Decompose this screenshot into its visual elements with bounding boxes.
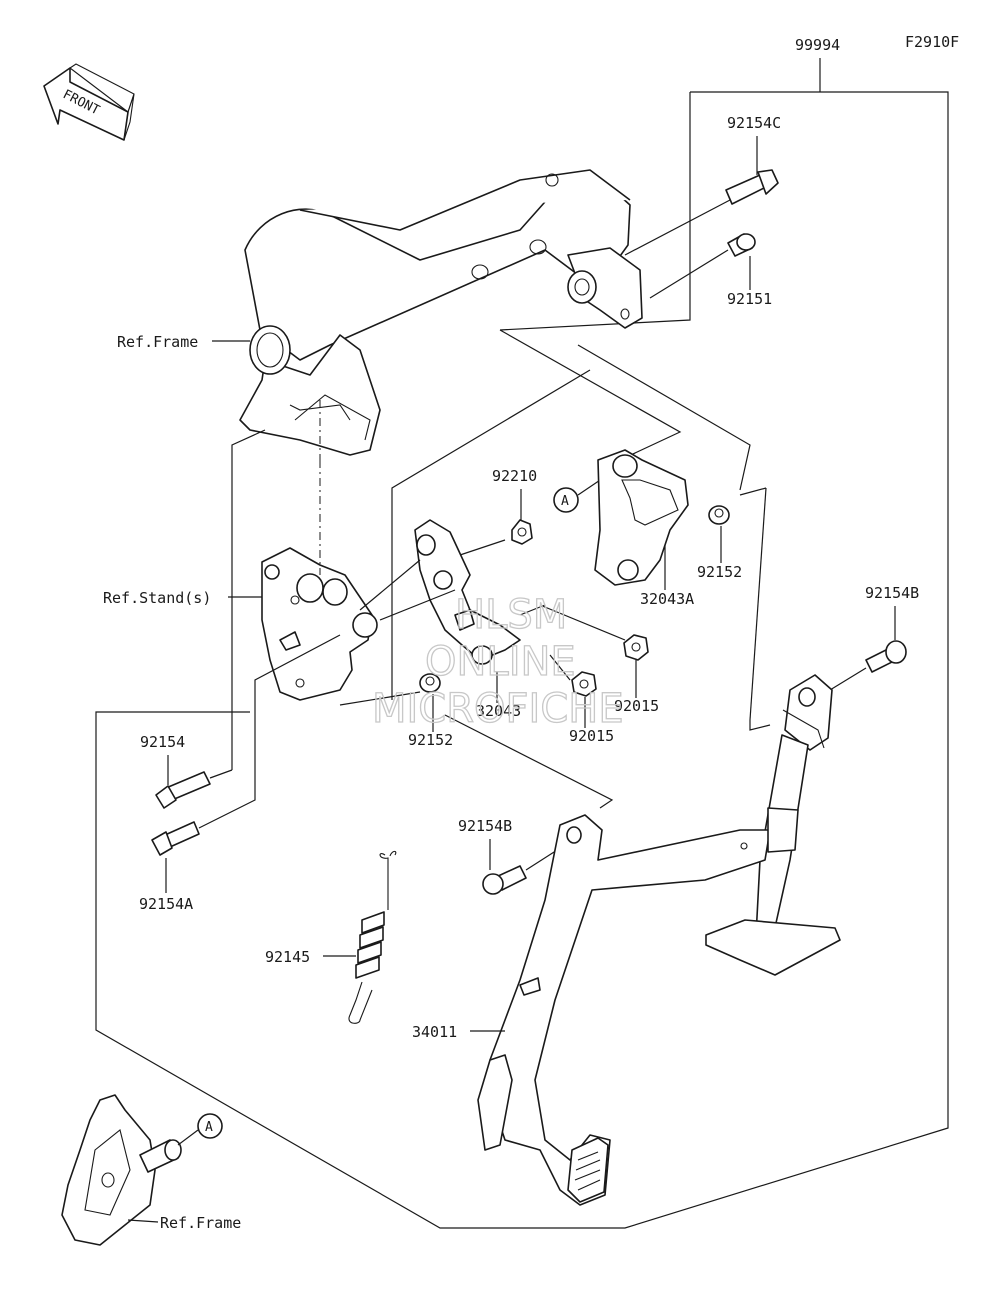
ref-frame-bottom-label: Ref.Frame bbox=[160, 1214, 241, 1232]
circle-a-lower-label: A bbox=[205, 1120, 213, 1135]
spring-92145-label: 92145 bbox=[265, 948, 310, 966]
stand-34011: 34011 bbox=[412, 487, 841, 1206]
reference-frame-top: Ref.Frame bbox=[117, 169, 643, 470]
nut-92015-right-label: 92015 bbox=[614, 697, 659, 715]
collar-92152-right: 92152 bbox=[697, 487, 767, 581]
bracket-32043a-label: 32043A bbox=[640, 590, 694, 608]
bolt-92154b-right-label: 92154B bbox=[865, 584, 919, 602]
assembly-outline: 99994 bbox=[95, 36, 949, 1229]
reference-frame-bottom: A Ref.Frame bbox=[61, 1094, 241, 1246]
watermark-line-1: HLSM bbox=[455, 592, 567, 638]
bolt-92151: 92151 bbox=[649, 233, 772, 308]
bracket-32043-label: 32043 bbox=[476, 702, 521, 720]
bolt-92154: 92154 bbox=[140, 429, 266, 809]
collar-92152-left: 92152 bbox=[339, 673, 453, 749]
circle-a-upper-label: A bbox=[561, 494, 569, 509]
ref-frame-top-label: Ref.Frame bbox=[117, 333, 198, 351]
bolt-92154c: 92154C bbox=[624, 114, 781, 256]
collar-92210: 92210 bbox=[459, 467, 537, 556]
bolt-92151-label: 92151 bbox=[727, 290, 772, 308]
stand-34011-label: 34011 bbox=[412, 1023, 457, 1041]
collar-92152-right-label: 92152 bbox=[697, 563, 742, 581]
collar-92210-label: 92210 bbox=[492, 467, 537, 485]
bolt-92154a: 92154A bbox=[139, 634, 341, 913]
bolt-92154-label: 92154 bbox=[140, 733, 185, 751]
nut-92015-right: 92015 bbox=[539, 604, 659, 715]
circle-a-upper: A bbox=[553, 471, 613, 513]
bolt-92154c-label: 92154C bbox=[727, 114, 781, 132]
spring-92145: 92145 bbox=[265, 850, 397, 1024]
bolt-92154b-right: 92154B bbox=[829, 584, 919, 691]
bolt-92154b-mid: 92154B bbox=[458, 817, 566, 895]
reference-stands: Ref.Stand(s) bbox=[103, 460, 456, 701]
bolt-92154a-label: 92154A bbox=[139, 895, 193, 913]
watermark-line-2: ONLINE bbox=[425, 639, 576, 685]
bracket-32043: 32043 bbox=[414, 519, 546, 720]
bracket-32043a: 32043A bbox=[594, 449, 694, 608]
ref-stands-label: Ref.Stand(s) bbox=[103, 589, 211, 607]
front-arrow-icon: FRONT bbox=[43, 63, 135, 141]
watermark: HLSM ONLINE MICROFICHE bbox=[371, 591, 624, 732]
nut-92015-left: 92015 bbox=[549, 654, 614, 745]
collar-92152-left-label: 92152 bbox=[408, 731, 453, 749]
watermark-line-3: MICROFICHE bbox=[372, 686, 624, 732]
nut-92015-left-label: 92015 bbox=[569, 727, 614, 745]
assembly-label: 99994 bbox=[795, 36, 840, 54]
figure-code: F2910F bbox=[905, 33, 959, 51]
bolt-92154b-mid-label: 92154B bbox=[458, 817, 512, 835]
